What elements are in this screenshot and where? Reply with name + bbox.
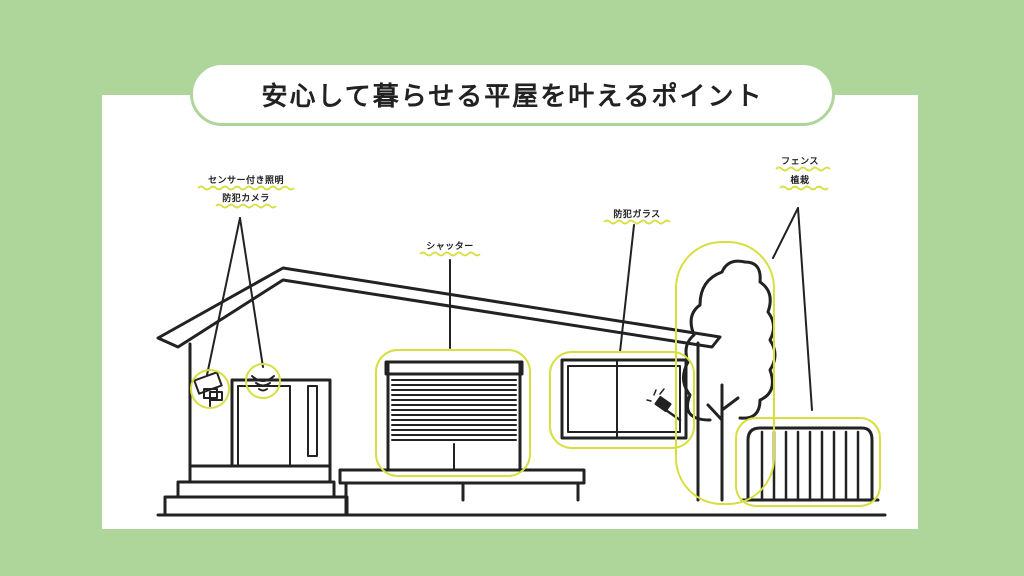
leader-line-sensor [239, 217, 264, 368]
window-inner-frame [567, 365, 681, 433]
highlight-camera [190, 369, 230, 409]
underline-security-camera [215, 203, 277, 209]
label-security-glass: 防犯ガラス [613, 210, 661, 220]
underline-fence [775, 166, 831, 172]
shutter-box [384, 360, 524, 376]
sensor-light-icon [251, 375, 275, 392]
hammer-icon [646, 388, 682, 422]
highlight-sensor-light [245, 363, 281, 399]
label-sensor-light: センサー付き照明 [207, 176, 285, 186]
label-planting: 植栽 [790, 176, 810, 186]
underline-shutter [419, 251, 481, 257]
highlight-security-glass [549, 351, 695, 449]
leader-line-fence [797, 207, 813, 411]
label-shutter: シャッター [426, 242, 474, 252]
leader-line-glass [619, 224, 635, 353]
shutter-slats [391, 379, 517, 441]
security-glass-window [560, 358, 688, 440]
label-fence: フェンス [781, 157, 819, 167]
house-roof [156, 266, 722, 349]
leader-line-camera [206, 217, 241, 376]
page-title: 安心して暮らせる平屋を叶えるポイント [261, 81, 764, 112]
label-security-camera: 防犯カメラ [222, 194, 270, 204]
door-side-window [307, 385, 318, 457]
highlight-planting [675, 241, 775, 505]
highlight-fence [735, 417, 881, 507]
highlight-shutter [375, 349, 531, 477]
tree-canopy [682, 259, 777, 422]
underline-planting [779, 185, 829, 191]
tree-trunk [706, 383, 740, 502]
underline-security-glass [603, 219, 671, 225]
leader-line-planting [772, 207, 799, 259]
security-camera-icon [193, 371, 223, 407]
title-pill: 安心して暮らせる平屋を叶えるポイント [190, 62, 835, 126]
underline-sensor-light [197, 185, 295, 191]
